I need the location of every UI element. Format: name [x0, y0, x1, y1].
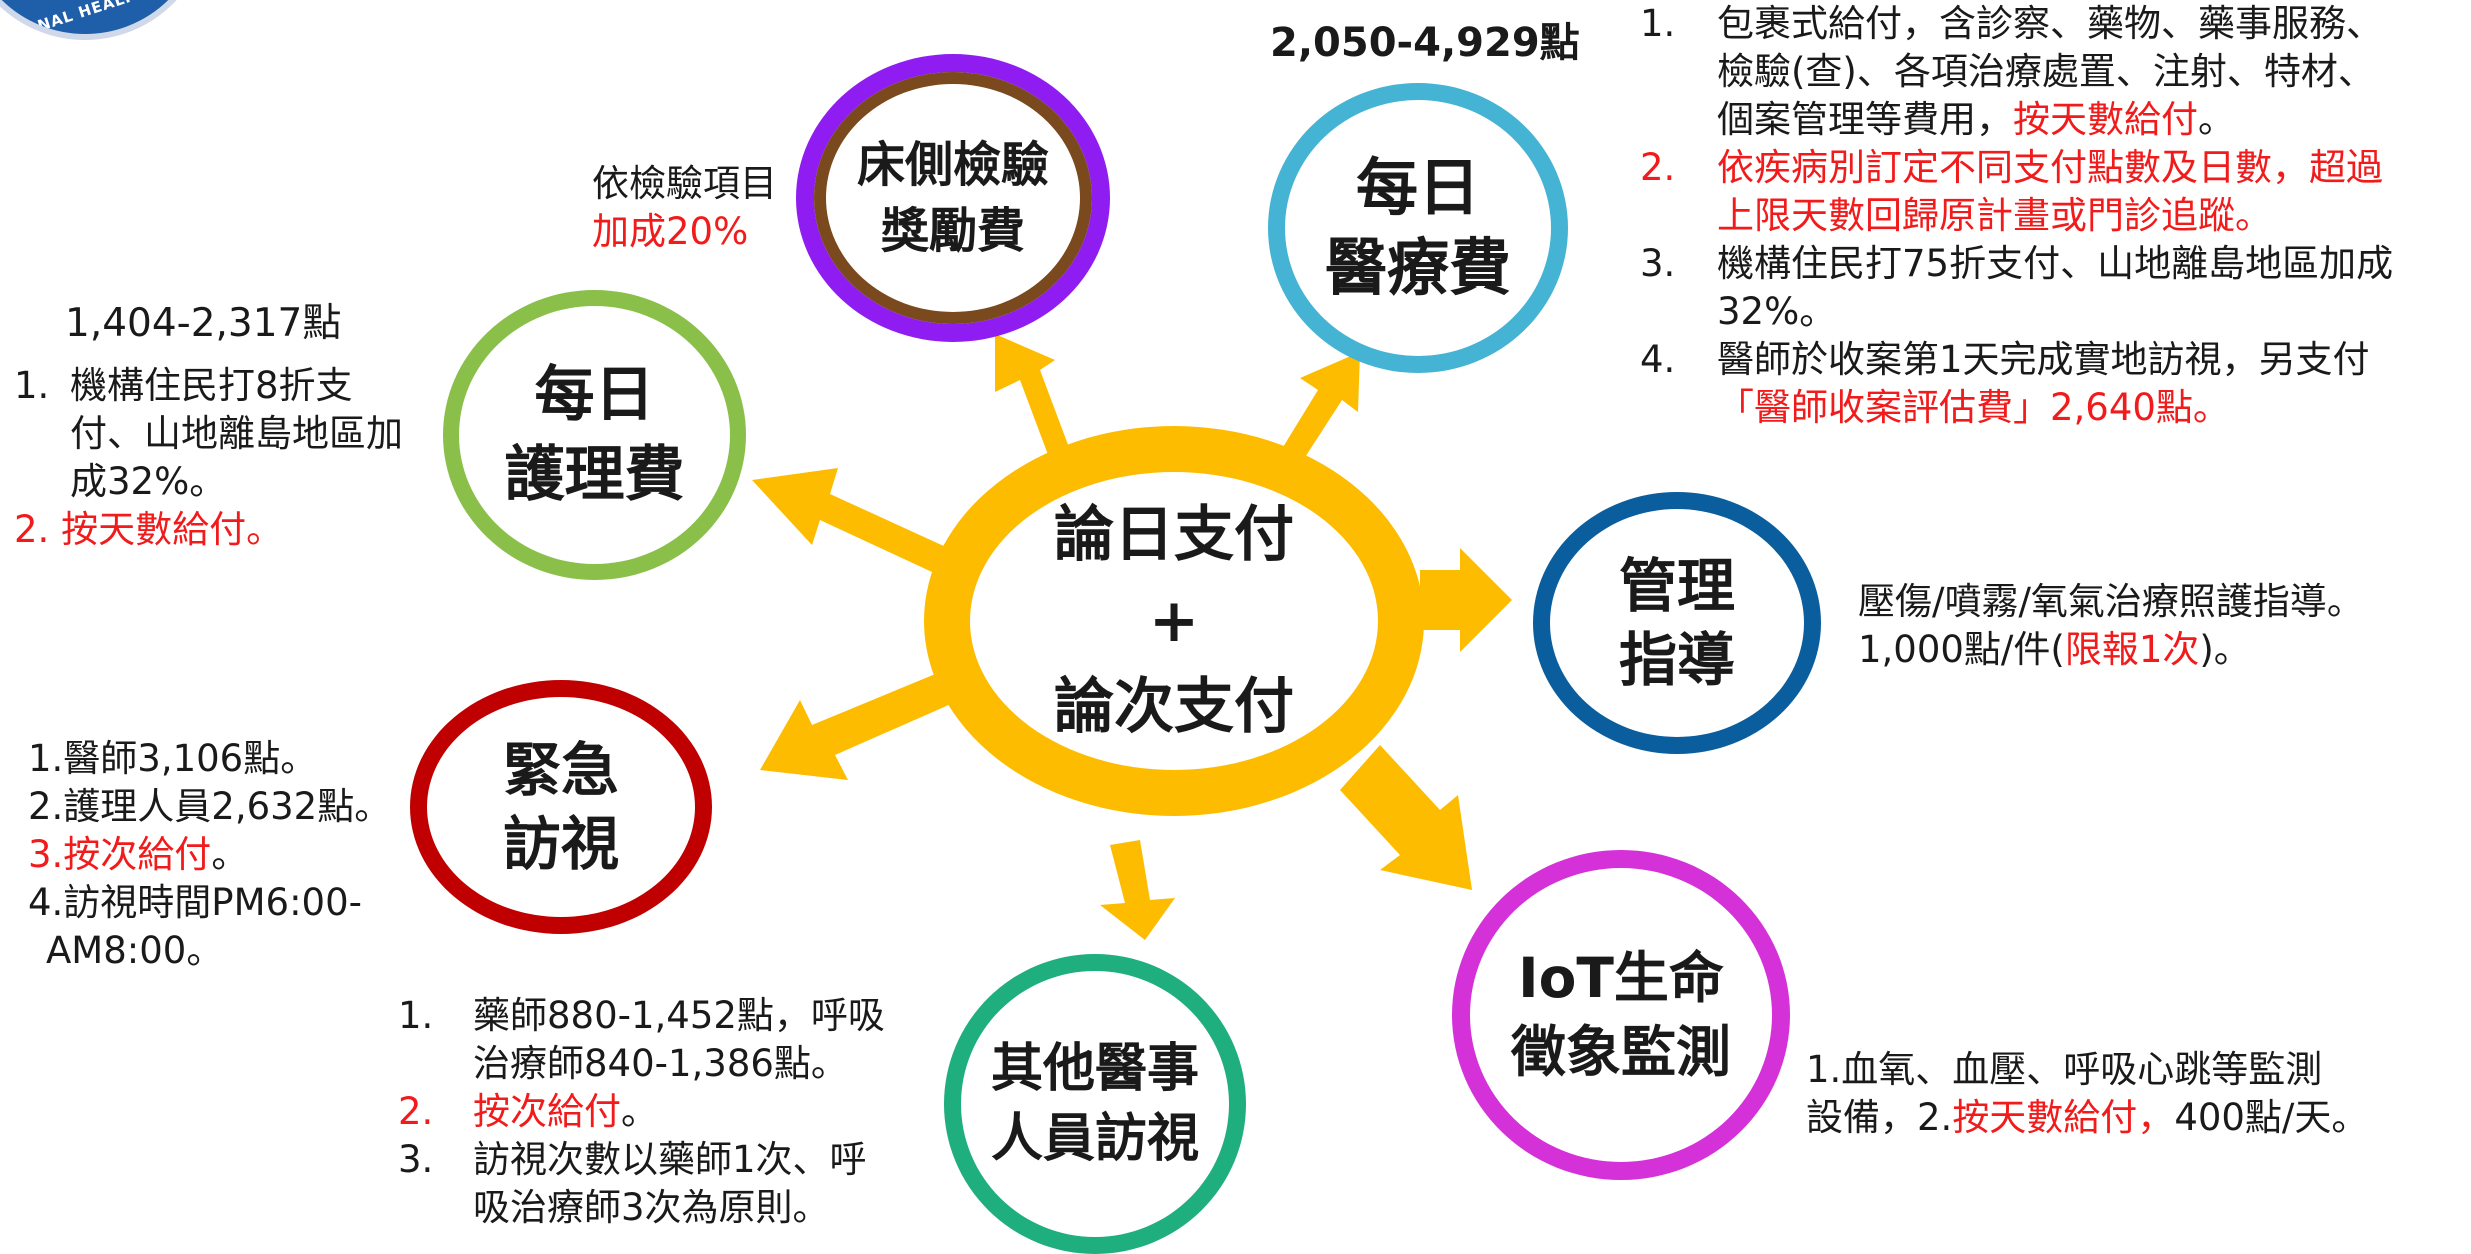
- arrow-emergency: [760, 670, 960, 780]
- dm-item4-text: 醫師於收案第1天完成實地訪視，另支付: [1717, 338, 2370, 381]
- iot-label-1: IoT生命: [1518, 946, 1724, 1010]
- dm-item1-cont: 檢驗(查)、各項治療處置、注射、特材、: [1717, 50, 2375, 93]
- iot-circle: IoT生命 徵象監測: [1452, 850, 1790, 1180]
- os-i2-tail: 。: [621, 1090, 658, 1133]
- daily-nursing-label-2: 護理費: [504, 440, 685, 510]
- daily-nursing-list: 1. 機構住民打8折支 付、山地離島地區加 成32%。 2. 按天數給付。: [14, 362, 403, 554]
- management-line1: 壓傷/噴霧/氧氣治療照護指導。: [1858, 580, 2364, 623]
- iot-line2-a: 設備，2.: [1806, 1096, 1953, 1139]
- dn-item1-line2: 付、山地離島地區加: [70, 412, 403, 455]
- dm-item1-last: 個案管理等費用，: [1717, 98, 2013, 141]
- dn-item1-num: 1.: [14, 364, 50, 407]
- iot-line1: 1.血氧、血壓、呼吸心跳等監測: [1806, 1048, 2323, 1091]
- emergency-note: 1.醫師3,106點。 2.護理人員2,632點。 3.按次給付。 4.訪視時間…: [28, 735, 391, 975]
- emergency-label-1: 緊急: [502, 736, 619, 804]
- management-circle: 管理 指導: [1533, 492, 1821, 754]
- dm-item2-num: 2.: [1640, 146, 1676, 189]
- os-i3-num: 3.: [398, 1138, 434, 1181]
- iot-line2-b: 400點/天。: [2174, 1096, 2369, 1139]
- management-label-2: 指導: [1618, 626, 1735, 694]
- dm-item4-cont: 「醫師收案評估費」2,640點。: [1717, 386, 2230, 429]
- management-line2-a: 1,000點/件(: [1858, 628, 2065, 671]
- os-i3-b: 吸治療師3次為原則。: [473, 1186, 830, 1229]
- iot-label-2: 徵象監測: [1510, 1020, 1731, 1084]
- dm-item2-cont: 上限天數回歸原計畫或門診追蹤。: [1717, 194, 2272, 237]
- other-staff-label-1: 其他醫事: [990, 1039, 1199, 1099]
- daily-medical-list: 1. 包裹式給付，含診察、藥物、藥事服務、 檢驗(查)、各項治療處置、注射、特材、…: [1640, 0, 2393, 432]
- emergency-l3-tail: 。: [211, 833, 249, 876]
- emergency-l1: 1.醫師3,106點。: [28, 737, 318, 780]
- emergency-l4: 4.訪視時間PM6:00-: [28, 881, 362, 924]
- daily-nursing-points: 1,404-2,317點: [65, 301, 342, 346]
- daily-medical-label-1: 每日: [1355, 151, 1480, 224]
- arrow-other-staff: [1100, 840, 1175, 940]
- iot-line2-red: 按天數給付，: [1952, 1096, 2175, 1139]
- daily-medical-points: 2,050-4,929點: [1270, 20, 1580, 66]
- management-line2-red: 限報1次: [2064, 628, 2200, 671]
- os-i2-num: 2.: [398, 1090, 434, 1133]
- daily-nursing-circle: 每日 護理費: [443, 290, 746, 580]
- emergency-l5: AM8:00。: [46, 929, 224, 972]
- emergency-circle: 緊急 訪視: [410, 680, 712, 934]
- iot-note: 1.血氧、血壓、呼吸心跳等監測 設備，2.按天數給付，400點/天。: [1806, 1046, 2368, 1142]
- dm-item3-text: 機構住民打75折支付、山地離島地區加成: [1717, 242, 2394, 285]
- hub-line2: +: [1148, 586, 1200, 656]
- other-staff-label-2: 人員訪視: [990, 1109, 1199, 1169]
- arrow-bedside: [995, 334, 1070, 460]
- daily-medical-label-2: 醫療費: [1324, 231, 1511, 304]
- dm-item3-num: 3.: [1640, 242, 1676, 285]
- os-i1-a: 藥師880-1,452點，呼吸: [473, 994, 885, 1037]
- dm-item1-tail: 。: [2198, 98, 2235, 141]
- dn-item1-line1: 機構住民打8折支: [70, 364, 353, 407]
- os-i2: 按次給付: [473, 1090, 621, 1133]
- dm-item4-num: 4.: [1640, 338, 1676, 381]
- other-staff-note: 1. 藥師880-1,452點，呼吸 治療師840-1,386點。 2. 按次給付。…: [398, 992, 885, 1232]
- bedside-circle: 床側檢驗 獎勵費: [796, 54, 1110, 342]
- arrow-iot: [1340, 745, 1472, 890]
- dm-item2-text: 依疾病別訂定不同支付點數及日數，超過: [1717, 146, 2383, 189]
- emergency-label-2: 訪視: [502, 810, 619, 878]
- os-i3-a: 訪視次數以藥師1次、呼: [473, 1138, 867, 1181]
- dn-item1-line3: 成32%。: [70, 460, 227, 503]
- dn-item2: 2. 按天數給付。: [14, 508, 284, 551]
- daily-nursing-label-1: 每日: [534, 360, 655, 430]
- hub-circle: 論日支付 + 論次支付: [924, 426, 1424, 816]
- bedside-note-2: 加成20%: [592, 210, 749, 253]
- management-note: 壓傷/噴霧/氧氣治療照護指導。 1,000點/件(限報1次)。: [1858, 578, 2364, 674]
- bedside-note-1: 依檢驗項目: [592, 162, 777, 205]
- emergency-l2: 2.護理人員2,632點。: [28, 785, 392, 828]
- arrow-daily-medical: [1280, 352, 1360, 465]
- emergency-l3: 3.按次給付: [28, 833, 212, 876]
- management-line2-b: )。: [2199, 628, 2251, 671]
- hub-line1: 論日支付: [1054, 500, 1294, 570]
- os-i1-b: 治療師840-1,386點。: [473, 1042, 848, 1085]
- dm-item1-text: 包裹式給付，含診察、藥物、藥事服務、: [1717, 2, 2383, 45]
- daily-medical-circle: 每日 醫療費: [1268, 83, 1568, 373]
- dm-item1-red: 按天數給付: [2013, 98, 2198, 141]
- other-staff-circle: 其他醫事 人員訪視: [944, 954, 1246, 1254]
- arrow-nursing: [752, 468, 970, 585]
- arrow-management: [1420, 548, 1512, 652]
- hub-line3: 論次支付: [1054, 672, 1294, 742]
- os-i1-num: 1.: [398, 994, 434, 1037]
- management-label-1: 管理: [1618, 552, 1735, 620]
- dm-item1-num: 1.: [1640, 2, 1676, 45]
- dm-item3-cont: 32%。: [1717, 290, 1837, 333]
